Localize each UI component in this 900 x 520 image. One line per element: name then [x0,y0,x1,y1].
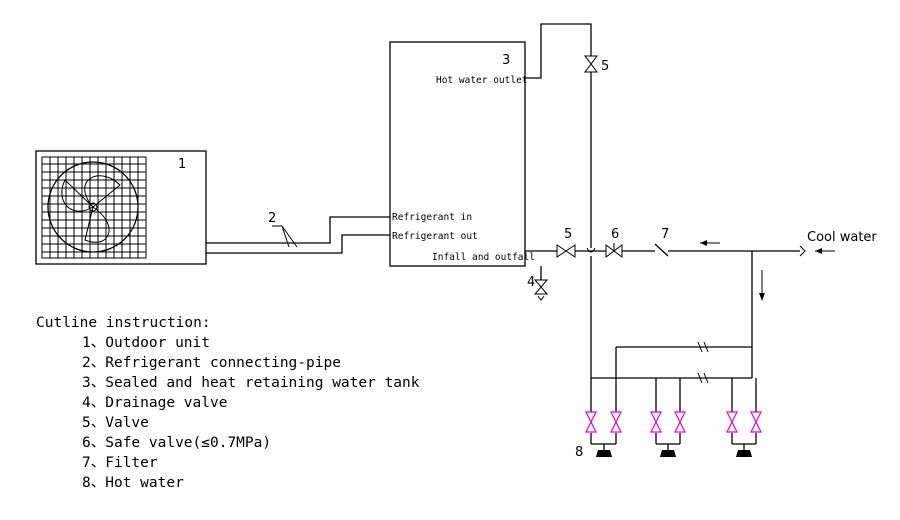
label-safe-valve: 6 [611,227,619,242]
label-pipe: 2 [268,211,276,226]
legend-item: 8、Hot water [82,475,184,491]
port-refrigerant-out: Refrigerant out [392,231,478,242]
legend-title: Cutline instruction: [36,315,211,331]
legend-item: 6、Safe valve(≤0.7MPa) [82,435,272,451]
cool-water-label: Cool water [807,230,877,245]
legend-item: 7、Filter [82,455,158,471]
tap-valve-icon [750,411,762,433]
label-drain-valve: 4 [527,275,535,290]
label-outdoor-unit: 1 [178,157,186,172]
tap-valve-icon [650,411,662,433]
hot-water-pipe: 5 [525,23,609,378]
label-valve-top: 5 [601,59,609,74]
shower-head-icon [736,450,752,457]
filter-icon [654,243,669,257]
tap-valve-icon [585,411,597,433]
port-refrigerant-in: Refrigerant in [392,212,472,223]
legend-item: 4、Drainage valve [82,395,228,411]
label-filter: 7 [661,227,669,242]
label-valve-mid: 5 [564,227,572,242]
label-hot-water: 8 [575,445,583,460]
shower-head-icon [660,450,676,457]
tap-valve-icon [726,411,738,433]
shower-head-icon [596,450,612,457]
legend-item: 3、Sealed and heat retaining water tank [82,375,420,391]
refrigerant-pipe: 2 [206,211,390,254]
infall-line: 5 6 7 Cool water [525,227,877,258]
legend-item: 5、Valve [82,415,149,431]
water-tank: 3 Hot water outlet Refrigerant in Refrig… [389,41,535,267]
fixtures: 8 [575,443,756,460]
drain-valve: 4 [527,266,549,301]
tap-valve-icon [674,411,686,433]
legend: Cutline instruction: 1、Outdoor unit 2、Re… [36,313,420,493]
drain-valve-icon [533,279,549,295]
port-infall-outfall: Infall and outfall [432,252,535,263]
label-tank: 3 [502,53,510,68]
fan-icon [47,161,139,253]
port-hot-water-outlet: Hot water outlet [436,75,528,86]
tap-valve-icon [610,411,622,433]
valve-icon [584,55,598,73]
legend-item: 1、Outdoor unit [82,335,210,351]
tap-valves [585,411,762,433]
distribution [590,251,765,444]
legend-item: 2、Refrigerant connecting-pipe [82,355,341,371]
outdoor-unit: 1 [35,150,207,265]
valve-icon [556,244,576,258]
